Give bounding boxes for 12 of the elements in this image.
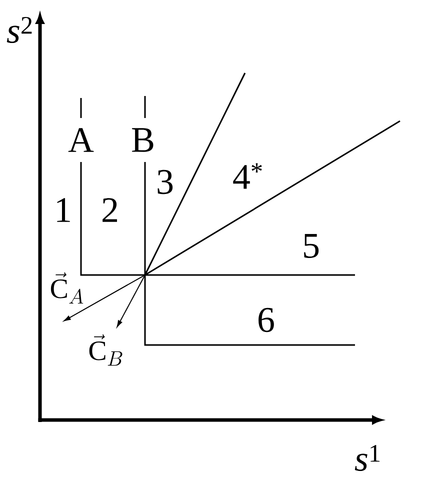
axis-label: s$^{1}$ [354, 445, 380, 471]
vector-label: $\vec{\mathrm{C}}_{B}$ [89, 334, 122, 366]
region-number: 4$^{*}$ [233, 163, 262, 189]
line-label: A [68, 128, 94, 152]
region-number: 5 [304, 234, 319, 258]
region-number: 1 [57, 198, 70, 222]
region-number: 3 [158, 170, 173, 194]
axis-label: s$^{2}$ [6, 16, 32, 44]
region-number: 6 [258, 308, 274, 332]
vector-label: $\vec{\mathrm{C}}_{A}$ [50, 272, 84, 304]
region-number: 2 [102, 198, 117, 222]
line-label: B [132, 128, 154, 152]
